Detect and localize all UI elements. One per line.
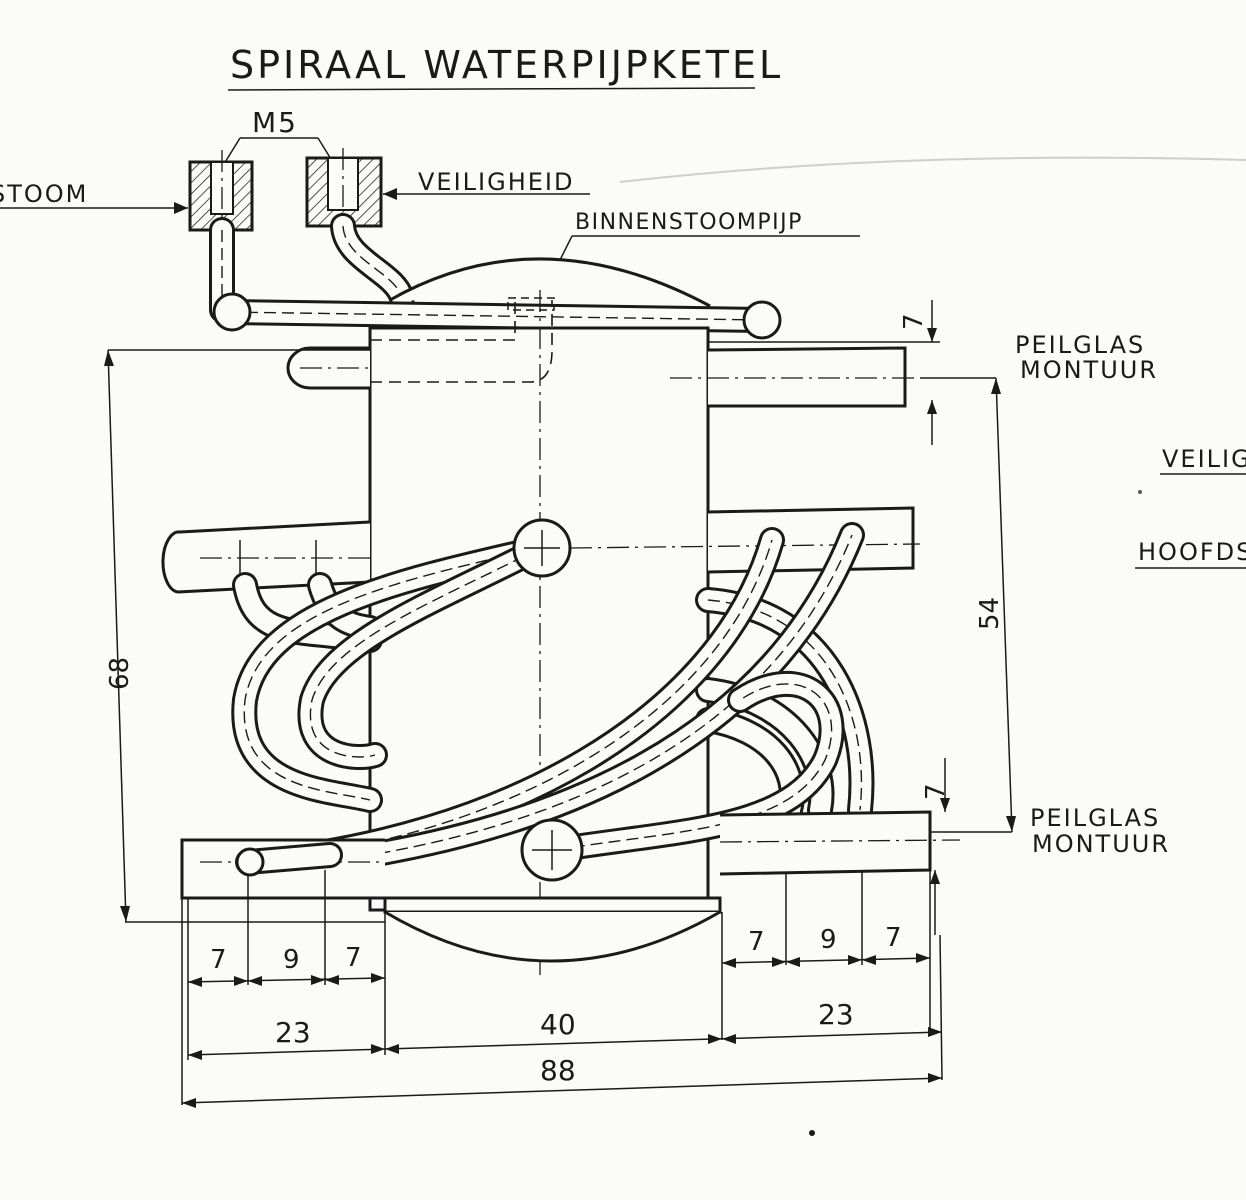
dim-right-small-chain xyxy=(721,953,931,968)
label-peilglas-bottom-2: MONTUUR xyxy=(1032,830,1170,858)
dim-68-value: 68 xyxy=(105,657,135,690)
label-stoom: STOOM xyxy=(0,180,88,208)
base-plate xyxy=(383,896,722,914)
stoom-arrowhead xyxy=(174,202,188,214)
label-peilglas-top-1: PEILGLAS xyxy=(1015,331,1145,359)
dim-7-right xyxy=(930,758,950,935)
dim-7-top-value: 7 xyxy=(899,313,929,330)
m5-leader-left xyxy=(223,137,241,165)
paper-speck-2 xyxy=(1138,490,1142,494)
dim-23-left-value: 23 xyxy=(275,1016,311,1049)
label-peilglas-top-2: MONTUUR xyxy=(1020,356,1158,384)
dim-right-7b-value: 7 xyxy=(885,923,902,953)
paper-speck-1 xyxy=(809,1130,815,1136)
title-underline xyxy=(227,87,756,91)
label-veilig-cut: VEILIG xyxy=(1162,445,1246,473)
tube-end-left xyxy=(235,842,343,877)
left-middle-stub xyxy=(161,520,371,594)
inner-steam-pipe-top xyxy=(507,297,555,311)
label-veiligheid: VEILIGHEID xyxy=(418,168,574,196)
paper-fold xyxy=(619,156,1246,183)
bottom-extension-lines xyxy=(181,870,943,1105)
spiral-tube-left-loop-2 xyxy=(297,535,553,770)
dim-7-right-value: 7 xyxy=(921,783,951,800)
dim-left-7b-value: 7 xyxy=(345,943,362,973)
label-m5: M5 xyxy=(252,106,298,139)
dim-54-value: 54 xyxy=(975,597,1005,630)
dim-right-7a-value: 7 xyxy=(748,927,765,957)
spiral-tube-left-loop-1 xyxy=(231,535,553,813)
dim-68 xyxy=(104,349,385,923)
spiral-tube-right-return xyxy=(542,670,845,863)
safety-riser-pipe xyxy=(330,213,415,311)
label-binnenstoompijp: BINNENSTOOMPIJP xyxy=(575,210,803,235)
veiligheid-arrowhead xyxy=(383,188,397,200)
dim-23-right-value: 23 xyxy=(818,998,854,1031)
label-hoofds-cut: HOOFDS xyxy=(1138,538,1246,566)
upper-gauge-mount xyxy=(670,346,920,408)
dim-54 xyxy=(920,377,1016,833)
lower-dome xyxy=(384,910,721,963)
drawing-title: SPIRAAL WATERPIJPKETEL xyxy=(230,43,783,87)
steam-header-pipe xyxy=(212,292,782,340)
dim-right-9-value: 9 xyxy=(820,925,837,955)
dim-88-value: 88 xyxy=(540,1054,576,1087)
dim-left-small-chain xyxy=(187,973,386,987)
label-peilglas-bottom-1: PEILGLAS xyxy=(1030,804,1160,832)
spiral-tube-front-diagonal-2 xyxy=(312,522,865,875)
dim-left-7a-value: 7 xyxy=(210,945,227,975)
lower-right-gauge-mount xyxy=(719,810,961,876)
lower-manifold-ball xyxy=(520,818,584,882)
upper-manifold-ball xyxy=(512,518,572,578)
inner-steam-pipe xyxy=(370,300,553,383)
upper-dome xyxy=(389,257,711,308)
dim-main-chain xyxy=(187,1027,943,1060)
dim-88 xyxy=(181,1073,943,1108)
dim-40-value: 40 xyxy=(540,1008,576,1041)
dim-7-top xyxy=(708,300,940,445)
dim-left-9-value: 9 xyxy=(283,945,300,975)
left-upper-stub xyxy=(286,346,370,390)
